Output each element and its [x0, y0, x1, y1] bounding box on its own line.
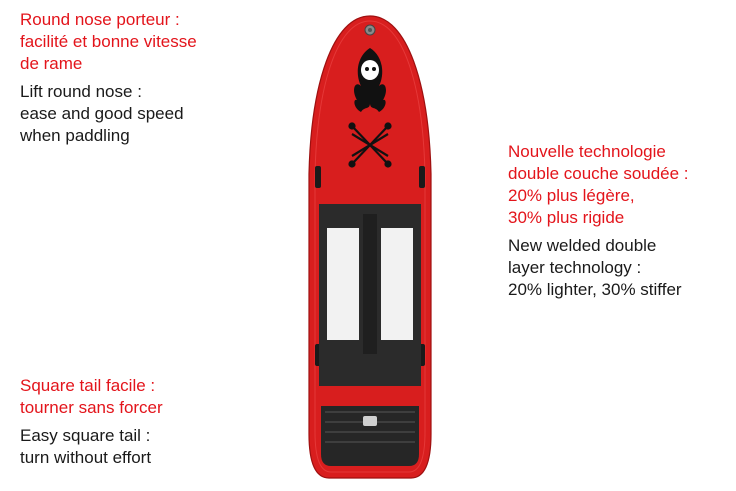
bungee-cords-icon	[348, 122, 392, 168]
traction-pad-icon	[319, 204, 421, 386]
nose-fr-line: Round nose porteur :	[20, 10, 180, 29]
technology-note: Nouvelle technologie double couche soudé…	[508, 141, 689, 301]
nose-en-line: when paddling	[20, 126, 130, 145]
tail-note-english: Easy square tail : turn without effort	[20, 425, 163, 469]
tech-en-line: layer technology :	[508, 258, 642, 277]
tech-en-line: 20% lighter, 30% stiffer	[508, 280, 682, 299]
nose-note-english: Lift round nose : ease and good speed wh…	[20, 81, 197, 147]
handle-icon	[315, 166, 321, 188]
tech-fr-line: 20% plus légère,	[508, 186, 635, 205]
tech-en-line: New welded double	[508, 236, 657, 255]
tail-en-line: Easy square tail :	[20, 426, 151, 445]
nose-note: Round nose porteur : facilité et bonne v…	[20, 9, 197, 147]
nose-fr-line: facilité et bonne vitesse	[20, 32, 197, 51]
tail-note: Square tail facile : tourner sans forcer…	[20, 375, 163, 469]
tail-fr-line: tourner sans forcer	[20, 398, 163, 417]
paddle-board-icon	[308, 15, 432, 479]
tail-note-french: Square tail facile : tourner sans forcer	[20, 375, 163, 419]
tech-fr-line: 30% plus rigide	[508, 208, 625, 227]
handle-icon	[419, 166, 425, 188]
tail-pad-icon	[321, 406, 419, 466]
technology-note-english: New welded double layer technology : 20%…	[508, 235, 689, 301]
nose-en-line: ease and good speed	[20, 104, 184, 123]
tech-fr-line: Nouvelle technologie	[508, 142, 666, 161]
tail-en-line: turn without effort	[20, 448, 152, 467]
board-rail	[314, 20, 426, 473]
tech-fr-line: double couche soudée :	[508, 164, 689, 183]
nose-note-french: Round nose porteur : facilité et bonne v…	[20, 9, 197, 75]
nose-en-line: Lift round nose :	[20, 82, 142, 101]
nose-fr-line: de rame	[20, 54, 83, 73]
valve-icon	[364, 24, 376, 36]
tail-fr-line: Square tail facile :	[20, 376, 156, 395]
technology-note-french: Nouvelle technologie double couche soudé…	[508, 141, 689, 229]
flame-logo-icon	[354, 48, 386, 112]
